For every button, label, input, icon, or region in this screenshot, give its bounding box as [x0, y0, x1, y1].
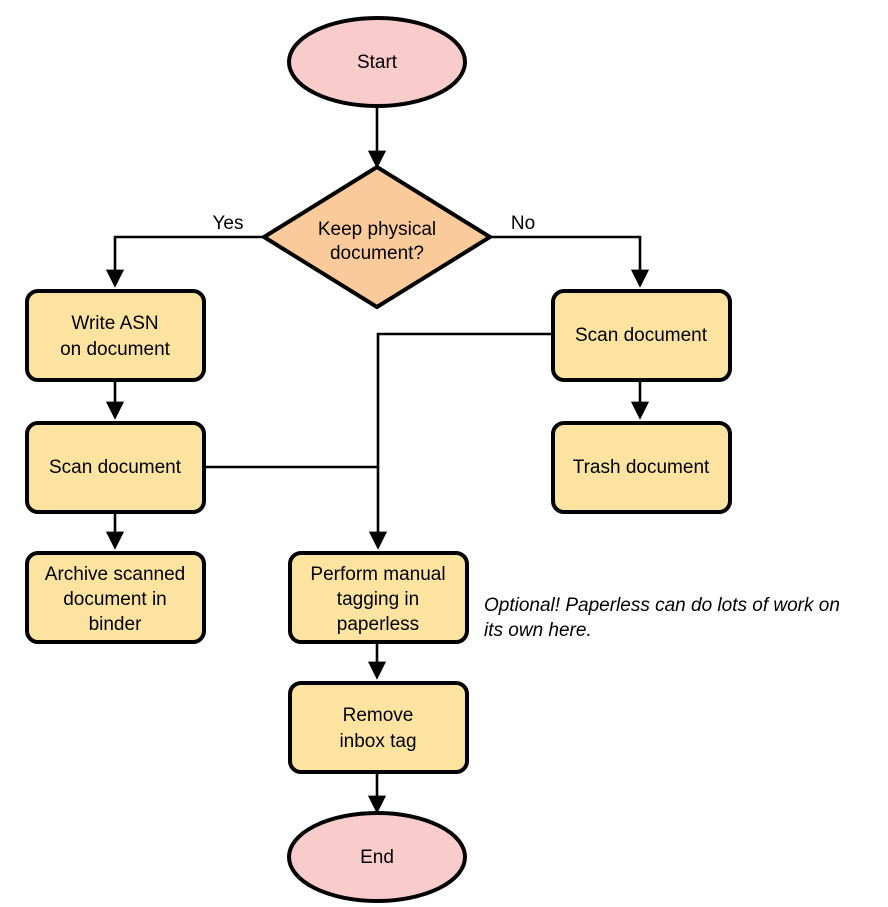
decision-shape	[260, 164, 494, 310]
node-perform-manual-tagging[interactable]: Perform manual tagging in paperless	[288, 551, 469, 644]
start-shape	[287, 16, 467, 108]
annotation-optional-note: Optional! Paperless can do lots of work …	[484, 595, 840, 641]
node-start[interactable]: Start	[287, 16, 467, 108]
decision-label-line1: Keep physical	[318, 219, 436, 240]
archive-shape	[25, 551, 206, 644]
connector-decision-no-to-scan-right	[490, 235, 650, 288]
remove-inbox-tag-shape	[288, 681, 469, 774]
remove-inbox-tag-label-line2: inbox tag	[339, 731, 416, 752]
trash-document-shape	[551, 421, 732, 514]
manual-tagging-label-line1: Perform manual	[310, 564, 445, 585]
branch-label-yes: Yes	[213, 213, 244, 234]
node-trash-document[interactable]: Trash document	[551, 421, 732, 514]
write-asn-shape	[25, 289, 206, 382]
node-write-asn-on-document[interactable]: Write ASN on document	[25, 289, 206, 382]
connector-decision-yes-to-write-asn	[105, 235, 264, 288]
scan-document-right-label: Scan document	[575, 325, 708, 346]
node-remove-inbox-tag[interactable]: Remove inbox tag	[288, 681, 469, 774]
connector-scan-right-to-manual-tagging	[368, 332, 552, 550]
manual-tagging-label-line2: tagging in	[337, 589, 419, 610]
archive-label-line2: document in	[63, 589, 167, 610]
trash-document-label: Trash document	[573, 457, 710, 478]
decision-label-line2: document?	[330, 243, 424, 264]
write-asn-label-line2: on document	[60, 339, 171, 360]
node-scan-document-left[interactable]: Scan document	[25, 421, 206, 514]
remove-inbox-tag-label-line1: Remove	[343, 705, 414, 726]
end-label: End	[360, 847, 394, 868]
start-label: Start	[357, 52, 398, 73]
scan-document-left-shape	[25, 421, 206, 514]
branch-label-no: No	[511, 213, 535, 234]
node-end[interactable]: End	[287, 811, 467, 903]
annotation-line2: its own here.	[484, 620, 592, 641]
archive-label-line1: Archive scanned	[45, 564, 185, 585]
node-decision-keep-physical-document[interactable]: Keep physical document?	[260, 164, 494, 310]
node-archive-scanned-document[interactable]: Archive scanned document in binder	[25, 551, 206, 644]
annotation-line1: Optional! Paperless can do lots of work …	[484, 595, 840, 616]
connectors	[105, 100, 650, 814]
manual-tagging-shape	[288, 551, 469, 644]
scan-document-right-shape	[551, 289, 732, 382]
end-shape	[287, 811, 467, 903]
write-asn-label-line1: Write ASN	[71, 313, 158, 334]
scan-document-left-label: Scan document	[49, 457, 182, 478]
node-scan-document-right[interactable]: Scan document	[551, 289, 732, 382]
manual-tagging-label-line3: paperless	[337, 614, 419, 635]
archive-label-line3: binder	[89, 614, 142, 635]
